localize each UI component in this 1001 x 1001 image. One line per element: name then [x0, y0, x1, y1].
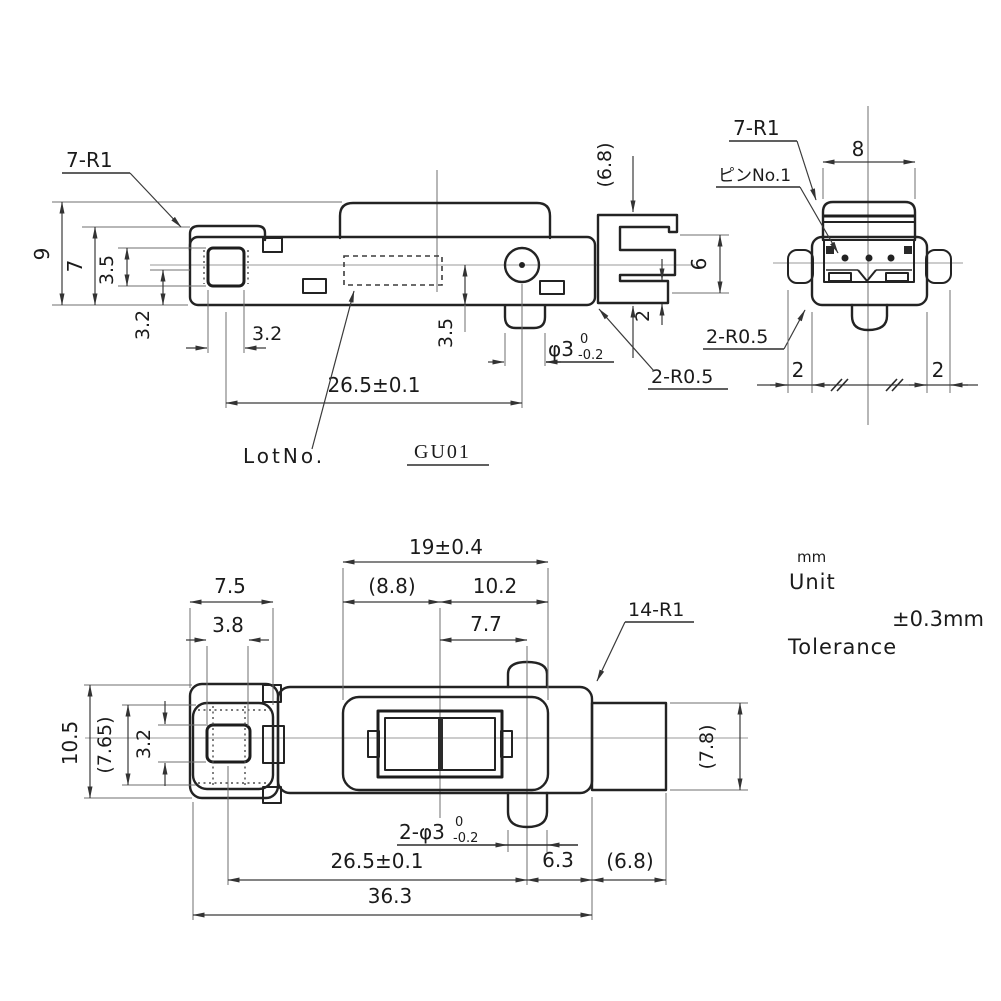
- unit-label: Unit: [789, 570, 836, 594]
- side-main-body: [188, 235, 597, 307]
- dim-clip-thickness: 2: [632, 310, 654, 322]
- dim-hole-width: 3.8: [212, 613, 244, 637]
- side-pivot-center-dot: [519, 262, 525, 268]
- tolerance-label: Tolerance: [787, 635, 897, 659]
- side-terminal-clip: [596, 213, 679, 305]
- dim-center-to-bottom: 3.5: [435, 318, 457, 348]
- top-right-block: [590, 701, 668, 792]
- end-recess-slot-right: [885, 272, 909, 282]
- end-pin-1: [841, 254, 849, 262]
- break-mark: [836, 378, 849, 392]
- side-cap-notch: [262, 237, 283, 253]
- dim-overall-height: 10.5: [58, 721, 82, 766]
- dim-hole-to-boss: 26.5±0.1: [327, 373, 420, 397]
- lot-label: LotNo.: [243, 444, 325, 468]
- side-bottom-boss: [503, 304, 547, 330]
- top-cap-corner-rect-lower: [262, 786, 282, 804]
- dim-overall-length: 36.3: [368, 884, 413, 908]
- side-radius-callout: 7-R1: [66, 148, 113, 172]
- leader-line: [596, 621, 626, 682]
- end-top-cap: [821, 200, 917, 242]
- side-top-hump: [338, 201, 552, 240]
- dim-body-height: 7: [63, 260, 87, 273]
- top-cap-corner-rect-upper: [262, 684, 282, 703]
- side-small-window-left: [302, 278, 327, 294]
- dim-hole-width: 3.2: [252, 323, 282, 345]
- leader-line: [796, 140, 817, 201]
- unit-value: mm: [797, 548, 826, 566]
- top-recess: [341, 695, 550, 792]
- break-mark: [891, 378, 904, 392]
- end-right-tab: [925, 249, 952, 284]
- leader-line: [129, 172, 182, 228]
- dim-boss-tol-hi: 0: [580, 332, 588, 347]
- end-recess: [823, 239, 915, 283]
- top-boss-lower: [506, 791, 549, 829]
- dim-hole-height: 3.5: [96, 255, 118, 285]
- lot-value: GU01: [414, 441, 471, 463]
- end-recess-slot-left: [828, 272, 852, 282]
- top-plunger-hole: [205, 723, 252, 764]
- top-slider-tab-left: [367, 730, 380, 758]
- side-left-cap: [188, 224, 267, 252]
- top-left-cap: [188, 682, 280, 800]
- dim-hole-height: 3.2: [133, 729, 155, 759]
- top-radius-callout: 14-R1: [628, 599, 684, 621]
- end-pin-3: [887, 254, 895, 262]
- leader-line: [598, 308, 655, 372]
- leader-line: [799, 186, 839, 254]
- side-label-area-dashed: [343, 255, 443, 286]
- dim-clip-inner: 6: [687, 258, 711, 271]
- dim-boss-dia: φ3: [548, 337, 574, 361]
- end-recess-corner-left: [826, 246, 834, 254]
- top-slider-tab-right: [500, 730, 513, 758]
- side-pivot-circle: [503, 246, 541, 284]
- dim-lower-height: 3.2: [132, 310, 154, 340]
- side-small-window-right: [539, 280, 565, 295]
- top-slider-divider: [438, 718, 443, 770]
- dim-side-left: 2: [792, 358, 805, 382]
- dim-recess-left: (8.8): [368, 574, 415, 598]
- top-boss-callout: 2-φ3: [399, 820, 445, 844]
- dim-boss-to-end: 6.3: [542, 848, 574, 872]
- top-cap-inner: [191, 701, 275, 791]
- dim-clip-height: (6.8): [594, 142, 616, 187]
- dim-boss-tol-lo: -0.2: [578, 348, 603, 363]
- notes-block: mm Unit ±0.3mm Tolerance: [787, 548, 984, 659]
- side-clip-radius-callout: 2-R0.5: [651, 366, 713, 388]
- top-cap-tab: [262, 725, 285, 764]
- dim-block-height: (7.8): [696, 724, 718, 769]
- dim-overall-height: 9: [30, 248, 54, 261]
- leader-line: [783, 309, 806, 350]
- end-recess-notch: [857, 269, 877, 282]
- dim-hole-to-boss: 26.5±0.1: [330, 849, 423, 873]
- top-boss-tol-hi: 0: [455, 815, 463, 830]
- dim-top-width: 8: [852, 137, 865, 161]
- dim-recess-right: 10.2: [473, 574, 518, 598]
- leader-line: [311, 290, 355, 450]
- end-bottom-boss: [850, 303, 889, 332]
- dim-block-length: (6.8): [606, 849, 653, 873]
- tolerance-value: ±0.3mm: [892, 607, 984, 631]
- top-boss-tol-lo: -0.2: [453, 831, 478, 846]
- end-left-tab: [787, 249, 814, 284]
- end-view: 8 7-R1 ピンNo.1 2-R0.5 2 2: [703, 106, 978, 425]
- end-tab-radius-callout: 2-R0.5: [706, 326, 768, 348]
- end-pin-2: [865, 254, 873, 262]
- dim-recess-width: 19±0.4: [409, 535, 483, 559]
- break-mark: [885, 378, 898, 392]
- end-pin-callout: ピンNo.1: [718, 166, 791, 186]
- end-recess-corner-right: [904, 246, 912, 254]
- dim-cap-height: (7.65): [94, 716, 116, 773]
- end-radius-callout: 7-R1: [733, 116, 780, 140]
- dim-side-right: 2: [932, 358, 945, 382]
- top-view: 19±0.4 (8.8) 10.2 7.7 7.5 3.8 14-R1 10.5…: [58, 535, 748, 920]
- side-plunger-hole: [206, 246, 246, 288]
- dim-cap-width: 7.5: [214, 574, 246, 598]
- side-view: 9 7 3.5 3.2 3.2 7-R1 3.5 φ3 0 -0.2: [30, 142, 729, 468]
- break-mark: [830, 378, 843, 392]
- dim-center-to-boss: 7.7: [470, 612, 502, 636]
